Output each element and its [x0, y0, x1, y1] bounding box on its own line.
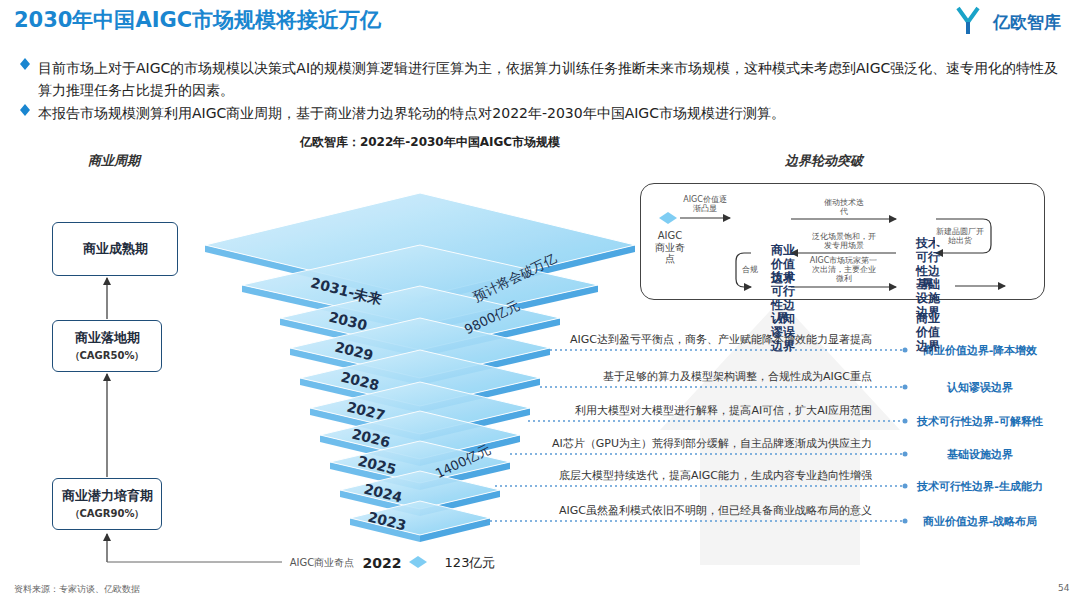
- section-heading: 商业周期: [88, 152, 140, 170]
- leader-lines: [485, 348, 908, 524]
- leader-line: [485, 520, 902, 521]
- leader-line: [107, 562, 282, 563]
- logo-text: 亿欧智库: [993, 11, 1061, 34]
- chart-caption: 亿欧智库：2022年-2030年中国AIGC市场规模: [300, 134, 560, 151]
- year-label: 2022: [363, 555, 402, 571]
- cycle-line: [106, 534, 107, 562]
- value-note: 123亿元: [445, 554, 496, 572]
- source-note: 资料来源：专家访谈、亿欧数据: [14, 583, 140, 596]
- node-text: AIGC商业奇点: [653, 230, 687, 265]
- leader-dot: [903, 419, 908, 424]
- description: AI芯片（GPU为主）荒得到部分缓解，自主品牌逐渐成为供应主力: [552, 436, 872, 451]
- leader-line: [528, 420, 902, 421]
- edge-label: AIGC市场玩家第一次出清，主要企业微利: [808, 256, 880, 284]
- node-text: 商业落地期: [75, 329, 140, 347]
- connector: [936, 219, 991, 253]
- page-number: 54: [1058, 583, 1069, 593]
- boundary-node: 商业价值边界: [754, 198, 788, 239]
- leader-dot: [903, 452, 908, 457]
- connector: [791, 286, 896, 287]
- description: AIGC达到盈亏平衡点，商务、产业赋能降本增效能力显著提高: [570, 332, 872, 347]
- phase-box: 商业成熟期: [52, 222, 178, 276]
- boundary-label: 基础设施边界: [947, 447, 1013, 462]
- phase-box: 商业落地期 （CAGR50%）: [52, 320, 162, 372]
- edge-label: 泛化场景饱和，开发专用场景: [809, 232, 879, 250]
- boundary-node: 技术可行性边界: [899, 191, 933, 246]
- page-title: 2030年中国AIGC市场规模将接近万亿: [14, 6, 381, 34]
- phase-cagr: （CAGR90%）: [70, 507, 145, 521]
- node-text: 商业潜力培育期: [62, 487, 153, 505]
- boundary-label: 认知谬误边界: [947, 380, 1013, 395]
- connector: [791, 252, 896, 253]
- node-text: 商业成熟期: [83, 240, 148, 258]
- bullet-text: 本报告市场规模测算利用AIGC商业周期，基于商业潜力边界轮动的特点对2022年-…: [38, 102, 1068, 124]
- phase-box: 商业潜力培育期 （CAGR90%）: [52, 478, 162, 530]
- bullet-marker: [20, 58, 30, 116]
- leader-dot: [903, 348, 908, 353]
- edge-label: 新建晶圆厂开始出货: [935, 227, 985, 245]
- phase-cagr: （CAGR50%）: [70, 349, 145, 363]
- leader-line: [495, 485, 902, 486]
- leader-line: [550, 349, 902, 350]
- connector: [106, 374, 107, 477]
- description: AIGC虽然盈利模式依旧不明朗，但已经具备商业战略布局的意义: [559, 503, 872, 518]
- edge-label: 合规: [741, 265, 759, 274]
- node-text: 认知谬误边界: [766, 312, 800, 353]
- section-heading: 边界轮动突破: [785, 152, 863, 170]
- node-text: 商业价值边界: [911, 312, 945, 353]
- description: 底层大模型持续迭代，提高AIGC能力，生成内容专业趋向性增强: [559, 468, 872, 483]
- description: 基于足够的算力及模型架构调整，合规性成为AIGC重点: [603, 369, 872, 384]
- boundary-node: 认知谬误边界: [754, 266, 788, 307]
- boundary-node: 商业价值边界: [899, 266, 933, 307]
- connector: [106, 278, 107, 319]
- leader-dot: [903, 484, 908, 489]
- bullet-text: 目前市场上对于AIGC的市场规模以决策式AI的规模测算逻辑进行匡算为主，依据算力…: [38, 57, 1068, 101]
- connector: [791, 218, 896, 219]
- boundary-node: 技术可行性边界: [754, 225, 788, 280]
- leader-dot: [903, 385, 908, 390]
- flow-line: [680, 217, 730, 218]
- flow-note: AIGC价值逐渐凸显: [681, 195, 729, 213]
- leader-dot: [903, 519, 908, 524]
- slab-top: [350, 501, 490, 535]
- leader-line: [540, 386, 902, 387]
- pyramid: [205, 193, 635, 542]
- description: 利用大模型对大模型进行解释，提高AI可信，扩大AI应用范围: [575, 403, 872, 418]
- seed-label: AIGC商业奇点: [290, 556, 355, 570]
- flow-line: [955, 285, 1005, 286]
- seed-diamond: [659, 212, 677, 224]
- boundary-label: 技术可行性边界-生成能力: [917, 479, 1043, 494]
- logo-icon: [958, 8, 978, 34]
- leader-line: [510, 453, 902, 454]
- boundary-label: 技术可行性边界-可解释性: [917, 414, 1043, 429]
- boundary-label: 商业价值边界-战略布局: [923, 514, 1038, 529]
- boundary-node: 基础设施边界: [899, 232, 933, 273]
- seed-diamond: [409, 556, 427, 568]
- edge-label: 催动技术迭代: [822, 198, 866, 216]
